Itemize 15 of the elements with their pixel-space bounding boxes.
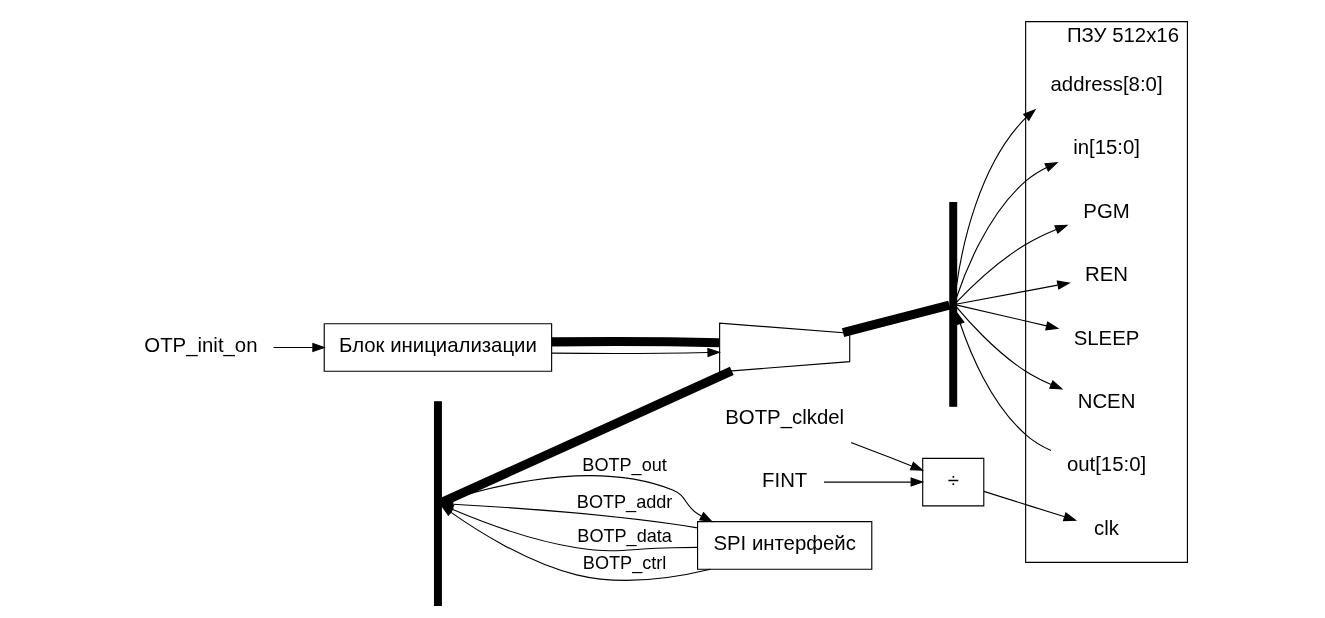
node-text: OTP_init_on	[144, 334, 258, 357]
edge-label: BOTP_out	[582, 454, 667, 475]
node-text: SLEEP	[1073, 326, 1140, 349]
node-text: REN	[1085, 263, 1129, 286]
node-text: address[8:0]	[1050, 73, 1163, 96]
node-text: NCEN	[1077, 389, 1136, 412]
node-text: BOTP_clkdel	[725, 405, 845, 428]
node-text: PGM	[1083, 199, 1130, 222]
node-text: in[15:0]	[1073, 136, 1140, 159]
node-text: out[15:0]	[1066, 453, 1147, 476]
node-text: FINT	[762, 469, 808, 492]
node-text: clk	[1094, 516, 1119, 539]
edge-label: BOTP_addr	[576, 491, 673, 512]
edge-label: BOTP_data	[577, 525, 672, 546]
edge-label: BOTP_ctrl	[582, 552, 667, 573]
